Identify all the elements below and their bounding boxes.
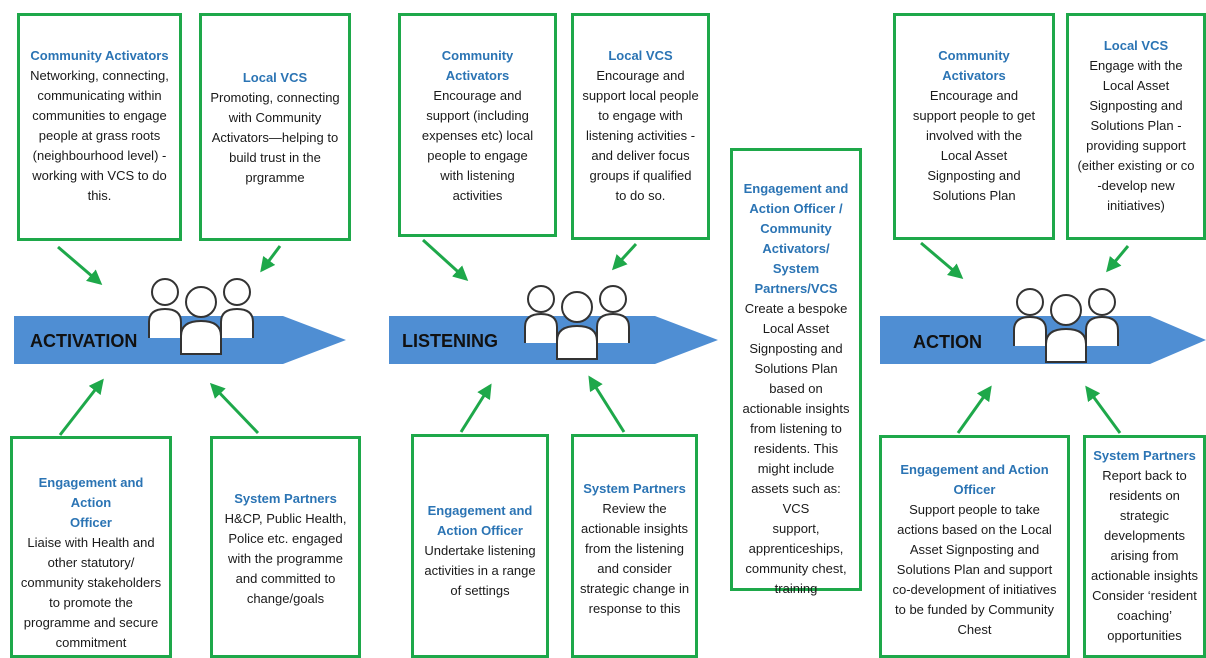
arrow-listening-bottom-right <box>588 375 626 433</box>
listening-community-activators-box: Community Activators Encourage and suppo… <box>398 13 557 237</box>
listening-engagement-officer-box: Engagement and Action Officer Undertake … <box>411 434 549 658</box>
box-text: Report back to residents on strategic de… <box>1091 468 1198 643</box>
activation-engagement-officer-box: Engagement and Action Officer Liaise wit… <box>10 436 172 658</box>
arrow-action-top-left <box>920 241 964 279</box>
box-title: System Partners <box>583 481 686 496</box>
arrow-action-bottom-right <box>1085 385 1122 434</box>
action-system-partners-box: System Partners Report back to residents… <box>1083 435 1206 658</box>
activation-local-vcs-box: Local VCS Promoting, connecting with Com… <box>199 13 351 241</box>
box-text: Networking, connecting, communicating wi… <box>30 68 169 203</box>
arrow-listening-top-left <box>421 238 469 282</box>
box-text: H&CP, Public Health, Police etc. engaged… <box>224 511 347 606</box>
box-text: Undertake listening activities in a rang… <box>424 543 536 598</box>
arrow-listening-bottom-left <box>459 383 492 433</box>
arrow-activation-top-right <box>260 245 282 273</box>
box-title: Community Activators <box>441 48 514 83</box>
arrow-activation-bottom-left <box>58 378 104 436</box>
action-community-activators-box: Community Activators Encourage and suppo… <box>893 13 1055 240</box>
box-title: Local VCS <box>608 48 673 63</box>
box-title: Engagement and Action Officer <box>427 503 533 538</box>
people-group-icon <box>524 285 630 360</box>
action-engagement-officer-box: Engagement and Action Officer Support pe… <box>879 435 1070 658</box>
box-text: Support people to take actions based on … <box>892 502 1057 637</box>
stage-label-activation: ACTIVATION <box>30 331 138 351</box>
box-title: Engagement and Action Officer <box>38 475 144 530</box>
listening-system-partners-box: System Partners Review the actionable in… <box>571 434 698 658</box>
box-text: Promoting, connecting with Community Act… <box>210 90 340 185</box>
box-text: Encourage and support people to get invo… <box>912 88 1036 203</box>
box-text: Review the actionable insights from the … <box>579 501 690 616</box>
box-text: Create a bespoke Local Asset Signposting… <box>742 301 850 596</box>
box-text: Liaise with Health and other statutory/ … <box>20 535 162 650</box>
box-title: Local VCS <box>242 70 308 85</box>
stage-label-action: ACTION <box>913 332 982 352</box>
arrow-listening-top-right <box>611 242 638 271</box>
people-group-icon <box>148 278 254 355</box>
box-title: System Partners <box>234 491 337 506</box>
activation-community-activators-box: Community Activators Networking, connect… <box>17 13 182 241</box>
box-title: Engagement and Action Officer <box>900 462 1049 497</box>
center-plan-box: Engagement and Action Officer / Communit… <box>730 148 862 596</box>
box-title: Engagement and Action Officer / Communit… <box>743 181 849 296</box>
arrow-action-top-right <box>1106 245 1130 273</box>
arrow-action-bottom-left <box>956 385 992 434</box>
box-text: Engage with the Local Asset Signposting … <box>1077 58 1195 213</box>
listening-local-vcs-box: Local VCS Encourage and support local pe… <box>571 13 710 240</box>
people-group-icon <box>1013 288 1119 363</box>
action-local-vcs-box: Local VCS Engage with the Local Asset Si… <box>1066 13 1206 240</box>
box-title: Community Activators <box>938 48 1010 83</box>
box-title: Local VCS <box>1103 38 1169 53</box>
stage-label-listening: LISTENING <box>402 331 499 351</box>
arrow-activation-top-left <box>57 245 103 285</box>
activation-system-partners-box: System Partners H&CP, Public Health, Pol… <box>210 436 361 658</box>
arrow-activation-bottom-right <box>209 382 260 435</box>
box-title: System Partners <box>1093 448 1196 463</box>
box-text: Encourage and support (including expense… <box>421 88 534 203</box>
box-title: Community Activators <box>30 48 169 63</box>
box-text: Encourage and support local people to en… <box>582 68 699 203</box>
